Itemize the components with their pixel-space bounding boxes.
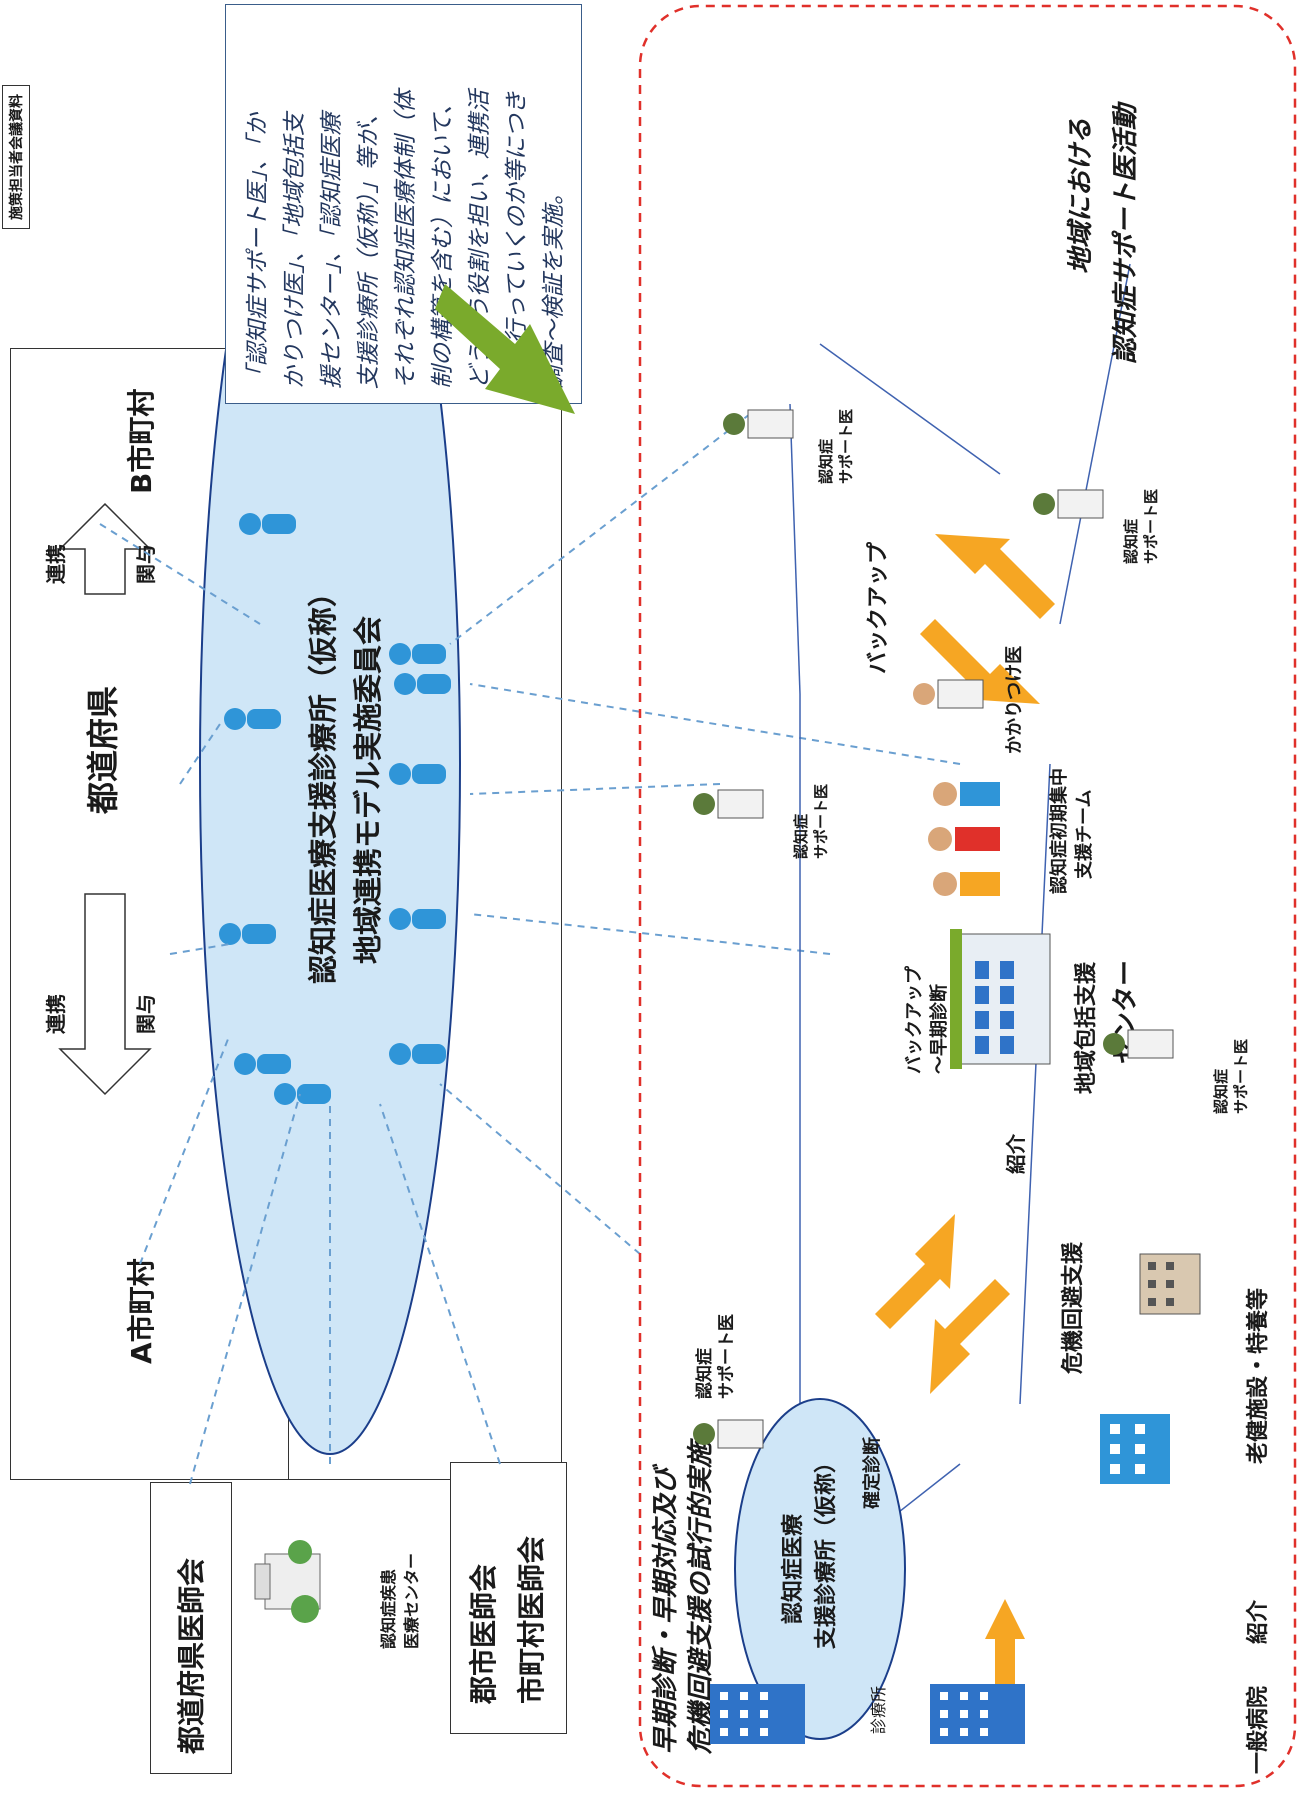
doctor-icon <box>693 789 764 819</box>
left-link-arrow <box>58 893 152 1096</box>
support-doc-label-1: 認知症 <box>792 813 810 859</box>
person-icon <box>219 923 276 945</box>
person-icon <box>234 1053 291 1075</box>
referral-label-1: 紹介 <box>1246 1599 1271 1644</box>
support-doc-label-2: サポート医 <box>1142 488 1160 564</box>
right-link-arrow <box>58 502 152 595</box>
green-arrow <box>435 284 575 414</box>
confirm-diag-label: 確定診断 <box>862 1437 883 1509</box>
elderly-facility-label: 老健施設・特養等 <box>1246 1287 1271 1464</box>
doctor-icon <box>693 1419 764 1449</box>
facility-icon <box>1100 1414 1170 1484</box>
team-label-2: 支援チーム <box>1074 789 1095 879</box>
doctor-icon <box>1103 1029 1174 1059</box>
doctor-icon <box>913 679 984 709</box>
committee-members <box>219 513 451 1105</box>
person-icon <box>224 708 281 730</box>
person-icon <box>389 643 446 665</box>
support-doc-label-2: サポート医 <box>717 1314 737 1399</box>
community-title-1: 地域における <box>1066 117 1096 274</box>
clinic-ellipse <box>734 1398 906 1740</box>
backup-early-label-1: バックアップ <box>904 966 925 1074</box>
backup-label: バックアップ <box>866 541 891 674</box>
general-hospital-icon <box>930 1684 1025 1744</box>
person-icon <box>274 1083 331 1105</box>
support-doc-label-2: サポート医 <box>837 408 855 484</box>
family-icon <box>928 782 1000 896</box>
community-title-2: 認知症サポート医活動 <box>1111 103 1141 364</box>
doctor-icon <box>723 409 794 439</box>
doctor-icon <box>1033 489 1104 519</box>
person-icon <box>389 1043 446 1065</box>
support-doc-label-1: 認知症 <box>1212 1068 1230 1114</box>
support-doc-label-2: サポート医 <box>812 783 830 859</box>
hospital-icon <box>710 1684 805 1744</box>
person-icon <box>389 763 446 785</box>
gp-label: かかりつけ医 <box>1004 645 1025 754</box>
support-doc-label-1: 認知症 <box>817 438 835 484</box>
trial-title-1: 早期診断・早期対応及び <box>651 1467 681 1754</box>
person-icon <box>389 908 446 930</box>
clinic-label-1: 認知症医療 <box>781 1513 806 1624</box>
clinic-sub-label: 診療所 <box>869 1685 888 1734</box>
support-doc-label-2: サポート医 <box>1232 1038 1250 1114</box>
support-doc-label-1: 認知症 <box>1122 518 1140 564</box>
clinic-label-2: 支援診療所（仮称） <box>814 1450 839 1649</box>
building-icon <box>950 929 1051 1069</box>
center-label-1: 地域包括支援 <box>1074 961 1099 1094</box>
facility-icon <box>1139 1253 1201 1315</box>
person-icon <box>394 673 451 695</box>
dementia-center-icon <box>254 1540 321 1623</box>
general-hospital-label: 一般病院 <box>1246 1685 1271 1774</box>
person-icon <box>239 513 296 535</box>
team-label-1: 認知症初期集中 <box>1049 768 1070 894</box>
crisis-support-label: 危機回避支援 <box>1061 1241 1086 1374</box>
referral-label-2: 紹介 <box>1004 1134 1028 1174</box>
